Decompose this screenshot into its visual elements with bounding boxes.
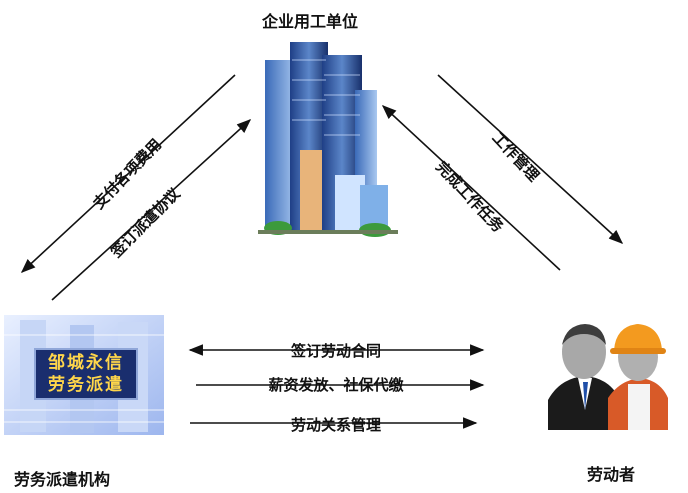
worker-label: 劳动者 xyxy=(587,465,636,484)
flow-label-salary-insurance: 薪资发放、社保代缴 xyxy=(268,376,404,394)
arrow-complete-tasks xyxy=(381,105,561,271)
arrow-work-management xyxy=(437,74,624,244)
arrow-sign-agreement xyxy=(51,119,252,301)
flow-label-labor-contract: 签订劳动合同 xyxy=(290,342,381,360)
workers-icon xyxy=(548,324,668,430)
arrow-pay-fees xyxy=(20,74,236,273)
agency-sign-line-2: 劳务派遣 xyxy=(48,375,124,395)
agency-sign-line-1: 邹城永信 xyxy=(48,353,124,373)
flow-label-relation-management: 劳动关系管理 xyxy=(290,416,381,434)
agency-label: 劳务派遣机构 xyxy=(14,470,111,489)
office-tower-icon xyxy=(258,42,398,237)
agency-sign: 邹城永信 劳务派遣 xyxy=(34,348,138,400)
employer-label: 企业用工单位 xyxy=(262,12,359,31)
